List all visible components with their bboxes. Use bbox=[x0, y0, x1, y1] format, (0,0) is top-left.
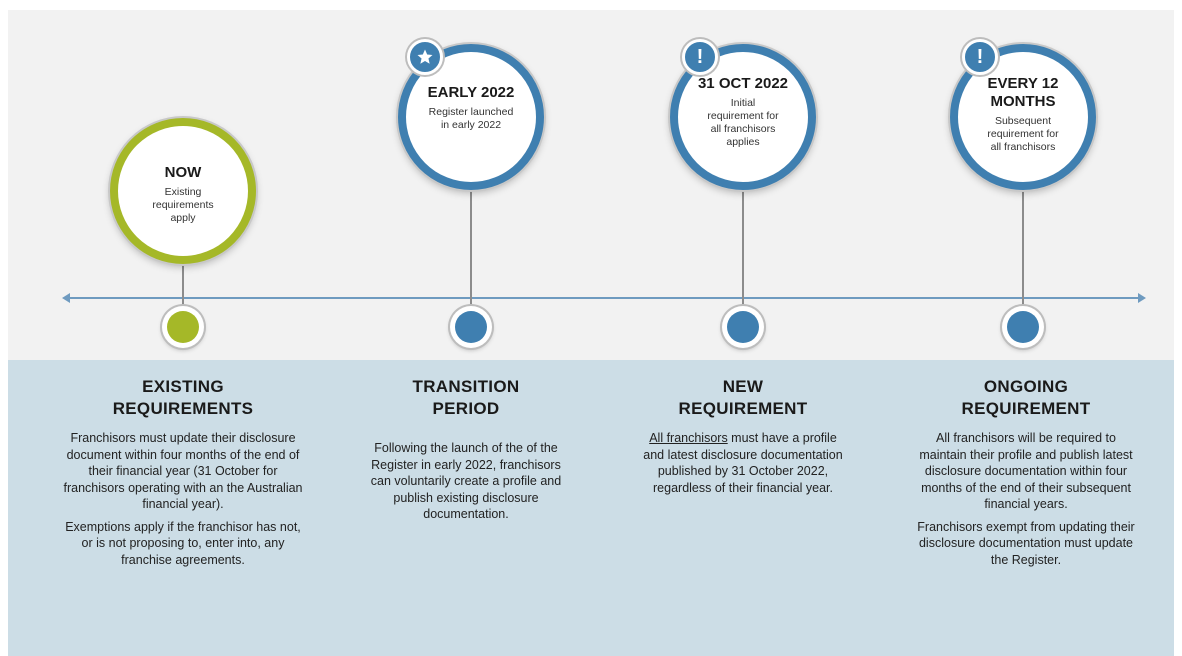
column-heading: TRANSITION PERIOD bbox=[412, 377, 520, 418]
milestone-title: 31 OCT 2022 bbox=[697, 75, 789, 92]
exclamation-icon: ! bbox=[962, 39, 998, 75]
arrow-right-icon bbox=[1138, 293, 1146, 303]
stem-now bbox=[182, 255, 184, 310]
milestone-31-oct-2022: 31 OCT 2022 Initial requirement for all … bbox=[670, 44, 816, 190]
column-paragraph: Exemptions apply if the franchisor has n… bbox=[65, 519, 301, 567]
milestone-now: NOW Existing requirements apply bbox=[110, 118, 256, 264]
star-icon bbox=[407, 39, 443, 75]
column-paragraph: Following the launch of the of the Regis… bbox=[370, 441, 562, 521]
timeline-dot-31-oct-2022 bbox=[722, 306, 764, 348]
description-panel bbox=[8, 360, 1174, 656]
column-ongoing-requirement: ONGOING REQUIREMENT All franchisors will… bbox=[908, 376, 1144, 568]
column-heading: EXISTING REQUIREMENTS bbox=[112, 377, 254, 418]
milestone-title: EVERY 12 MONTHS bbox=[987, 74, 1059, 110]
timeline-axis bbox=[66, 297, 1142, 299]
milestone-subtitle: Existing requirements apply bbox=[152, 185, 214, 224]
stem-early-2022 bbox=[470, 172, 472, 310]
stem-every-12-months bbox=[1022, 172, 1024, 310]
column-paragraph: Franchisors exempt from updating their d… bbox=[917, 519, 1135, 567]
timeline-dot-every-12-months bbox=[1002, 306, 1044, 348]
column-existing-requirements: EXISTING REQUIREMENTS Franchisors must u… bbox=[62, 376, 304, 568]
column-paragraph: Franchisors must update their disclosure… bbox=[63, 431, 303, 511]
timeline-dot-early-2022 bbox=[450, 306, 492, 348]
column-transition-period: TRANSITION PERIOD Following the launch o… bbox=[360, 376, 572, 523]
column-new-requirement: NEW REQUIREMENT All franchisors must hav… bbox=[640, 376, 846, 496]
milestone-subtitle: Register launched in early 2022 bbox=[428, 106, 514, 131]
column-heading: NEW REQUIREMENT bbox=[678, 377, 808, 418]
column-heading: ONGOING REQUIREMENT bbox=[961, 377, 1091, 418]
milestone-title: EARLY 2022 bbox=[427, 84, 515, 101]
milestone-subtitle: Initial requirement for all franchisors … bbox=[707, 97, 779, 148]
column-paragraph: All franchisors must have a profile and … bbox=[643, 430, 843, 496]
milestone-title: NOW bbox=[164, 163, 202, 181]
paragraph-rest: must have a profile and latest disclosur… bbox=[643, 431, 843, 495]
stem-31-oct-2022 bbox=[742, 172, 744, 310]
underlined-lead: All franchisors bbox=[649, 431, 728, 445]
milestone-subtitle: Subsequent requirement for all franchiso… bbox=[987, 114, 1059, 153]
timeline-dot-now bbox=[162, 306, 204, 348]
column-paragraph: All franchisors will be required to main… bbox=[919, 431, 1133, 511]
arrow-left-icon bbox=[62, 293, 70, 303]
exclamation-icon: ! bbox=[682, 39, 718, 75]
